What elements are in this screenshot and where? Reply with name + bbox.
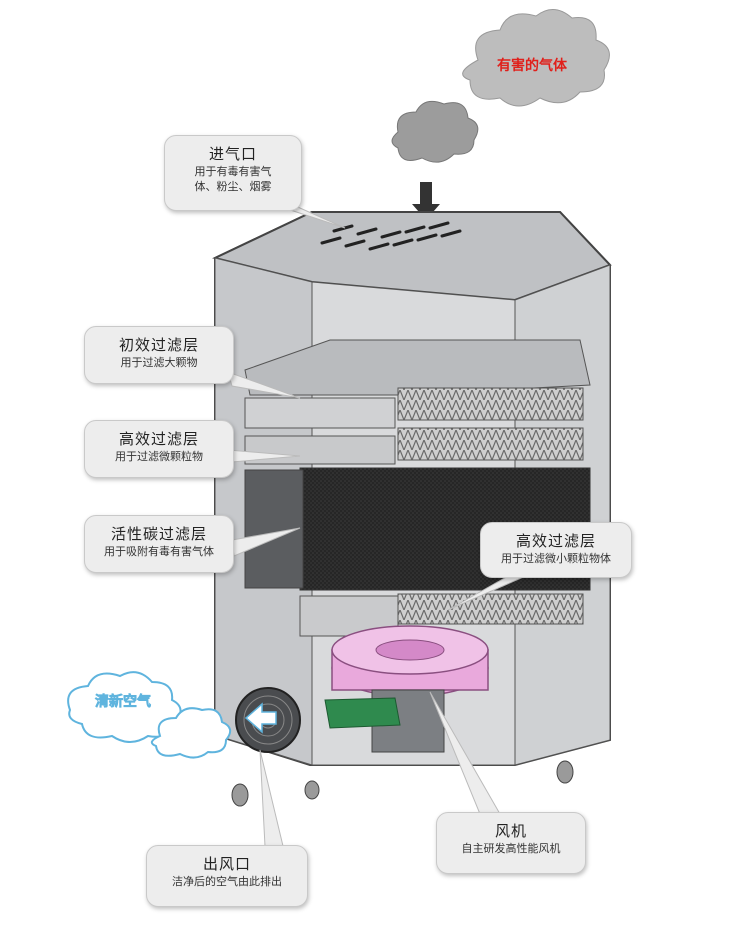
inflow-arrow-icon (412, 182, 440, 220)
callout-hepa-lower-line-1: 用于过滤微小颗粒物体 (501, 552, 611, 565)
harmful-gas-cloud (462, 9, 610, 107)
callout-inlet-line-2: 体、粉尘、烟雾 (194, 180, 272, 193)
callout-hepa-lower: 高效过滤层 用于过滤微小颗粒物体 (480, 522, 632, 578)
callout-inlet-line-1: 用于有毒有害气 (194, 165, 272, 178)
callout-outlet-line-1: 洁净后的空气由此排出 (172, 875, 282, 888)
callout-primary-title: 初效过滤层 (118, 336, 199, 354)
fresh-air-label: 清新空气 (95, 694, 152, 711)
callout-pointers (227, 199, 529, 847)
callout-inlet: 进气口 用于有毒有害气 体、粉尘、烟雾 (164, 135, 302, 211)
callout-hepa-upper: 高效过滤层 用于过滤微颗粒物 (84, 420, 234, 478)
callout-hepa-upper-title: 高效过滤层 (118, 430, 199, 448)
callout-outlet-title: 出风口 (202, 855, 251, 873)
outflow-arrow-icon (244, 702, 277, 734)
callout-inlet-title: 进气口 (208, 145, 257, 163)
callout-fan-line-1: 自主研发高性能风机 (461, 842, 561, 855)
callout-outlet: 出风口 洁净后的空气由此排出 (146, 845, 308, 907)
purifier-cabinet (212, 211, 612, 807)
callout-fan: 风机 自主研发高性能风机 (436, 812, 586, 874)
callout-carbon-filter: 活性碳过滤层 用于吸附有毒有害气体 (84, 515, 234, 573)
callout-hepa-lower-title: 高效过滤层 (515, 532, 596, 550)
callout-carbon-title: 活性碳过滤层 (110, 525, 207, 543)
callout-primary-filter: 初效过滤层 用于过滤大颗物 (84, 326, 234, 384)
small-gas-cloud (391, 100, 479, 163)
fresh-air-cloud-small (150, 707, 232, 759)
callout-primary-line-1: 用于过滤大颗物 (120, 356, 198, 369)
callout-fan-title: 风机 (494, 822, 527, 840)
callout-hepa-upper-line-1: 用于过滤微颗粒物 (115, 450, 203, 463)
harmful-gas-label: 有害的气体 (497, 58, 567, 74)
callout-carbon-line-1: 用于吸附有毒有害气体 (104, 545, 214, 558)
fresh-air-cloud (67, 671, 182, 743)
